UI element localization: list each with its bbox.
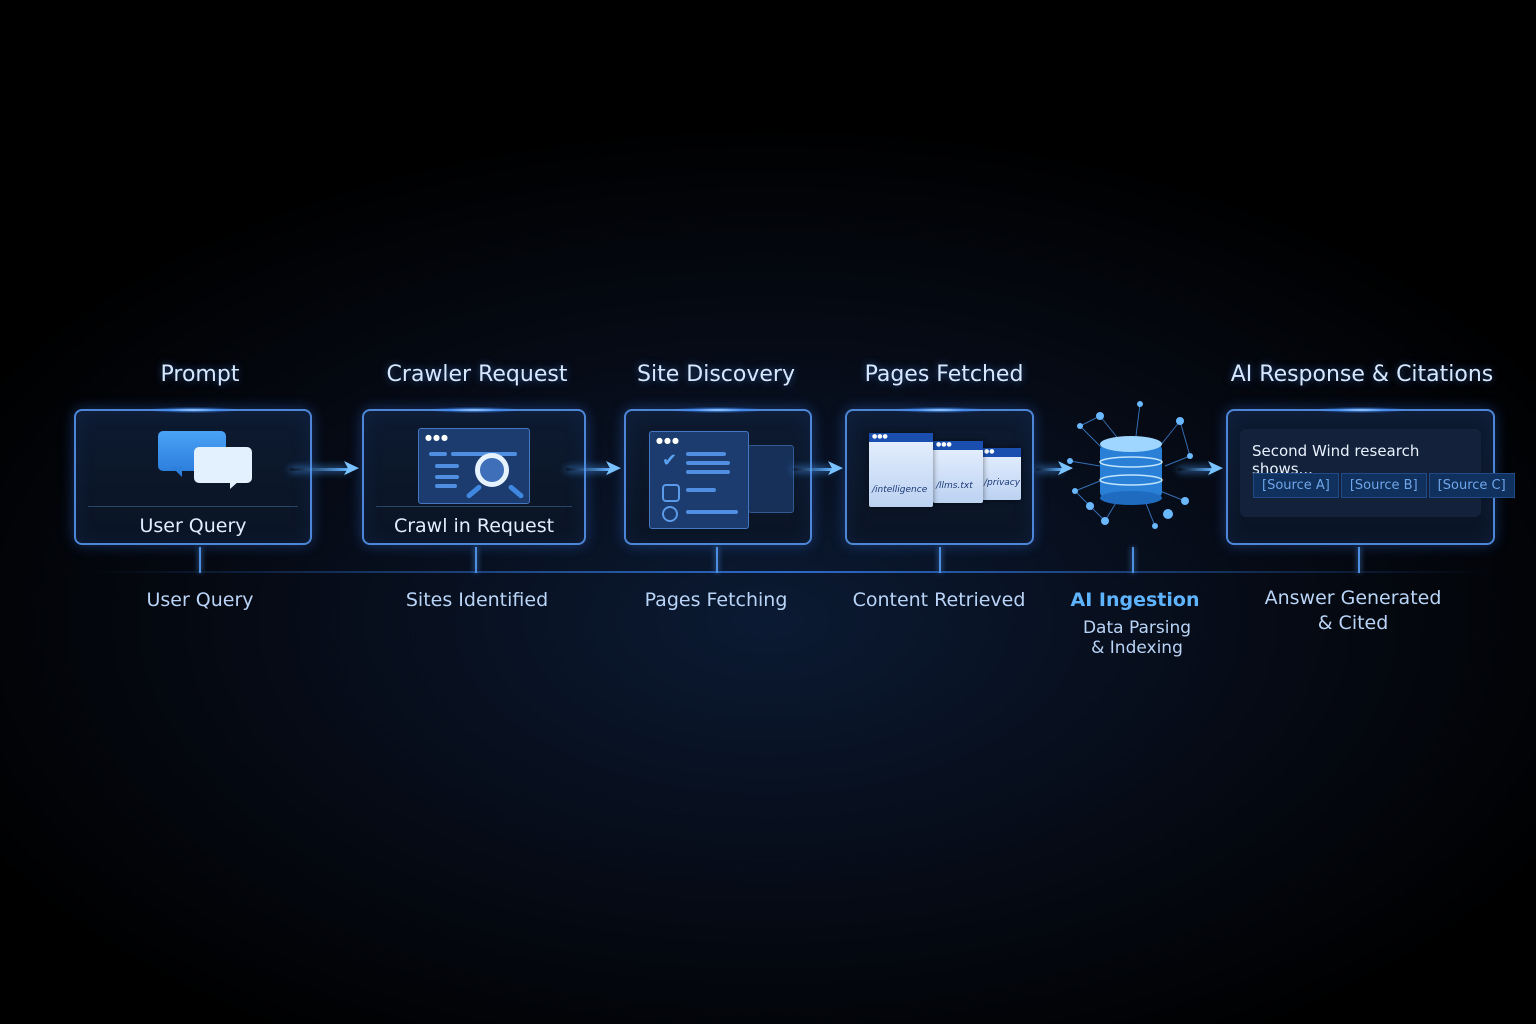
caption-answer-generated: Answer Generated — [1264, 587, 1442, 609]
source-citation[interactable]: [Source B] — [1340, 473, 1427, 498]
site-discovery-card: ●●● ✔ — [624, 409, 812, 545]
connector — [475, 547, 477, 573]
timeline-line — [90, 571, 1490, 573]
connector — [939, 547, 941, 573]
caption-cited: & Cited — [1317, 612, 1389, 634]
page-label: /llms.txt — [936, 481, 973, 491]
connector — [199, 547, 201, 573]
connector — [1132, 547, 1134, 573]
page-label: /privacy — [984, 478, 1021, 488]
source-citation[interactable]: [Source A] — [1253, 473, 1339, 498]
ai-response-card: Second Wind research shows... [Source A]… — [1226, 409, 1515, 545]
prompt-card: User Query — [74, 409, 312, 545]
step-title-pages-fetched: Pages Fetched — [864, 362, 1024, 387]
caption-content-retrieved: Content Retrieved — [852, 589, 1026, 611]
caption-data-parsing: Data Parsing & Indexing — [1082, 618, 1192, 658]
browser-search-icon: ●●● — [418, 428, 530, 504]
step-title-ai-response: AI Response & Citations — [1230, 362, 1494, 387]
connector — [1358, 547, 1360, 573]
prompt-card-label: User Query — [88, 506, 298, 537]
step-title-crawler-request: Crawler Request — [386, 362, 568, 387]
page-label: /intelligence — [872, 485, 928, 495]
connector — [716, 547, 718, 573]
ai-ingestion-title: AI Ingestion — [1070, 589, 1200, 611]
flow-arrow: ➤ — [566, 458, 622, 480]
step-title-site-discovery: Site Discovery — [637, 362, 795, 387]
flow-arrow: ➤ — [1178, 458, 1224, 480]
step-title-prompt: Prompt — [160, 362, 240, 387]
crawler-card-label: Crawl in Request — [376, 506, 572, 537]
database-network-icon — [1067, 401, 1193, 529]
chat-bubbles-icon — [158, 431, 254, 491]
source-citation[interactable]: [Source C] — [1428, 473, 1515, 498]
caption-sites-identified: Sites Identified — [405, 589, 549, 611]
caption-user-query: User Query — [146, 589, 254, 611]
flow-arrow: ➤ — [792, 458, 844, 480]
flow-arrow: ➤ — [290, 458, 360, 480]
pages-fetched-card: ●●/privacy ●●●/llms.txt ●●●/intelligence — [845, 409, 1034, 545]
crawler-card: ●●● Crawl in Request — [362, 409, 586, 545]
caption-pages-fetching: Pages Fetching — [644, 589, 788, 611]
response-panel: Second Wind research shows... [Source A]… — [1240, 429, 1515, 517]
